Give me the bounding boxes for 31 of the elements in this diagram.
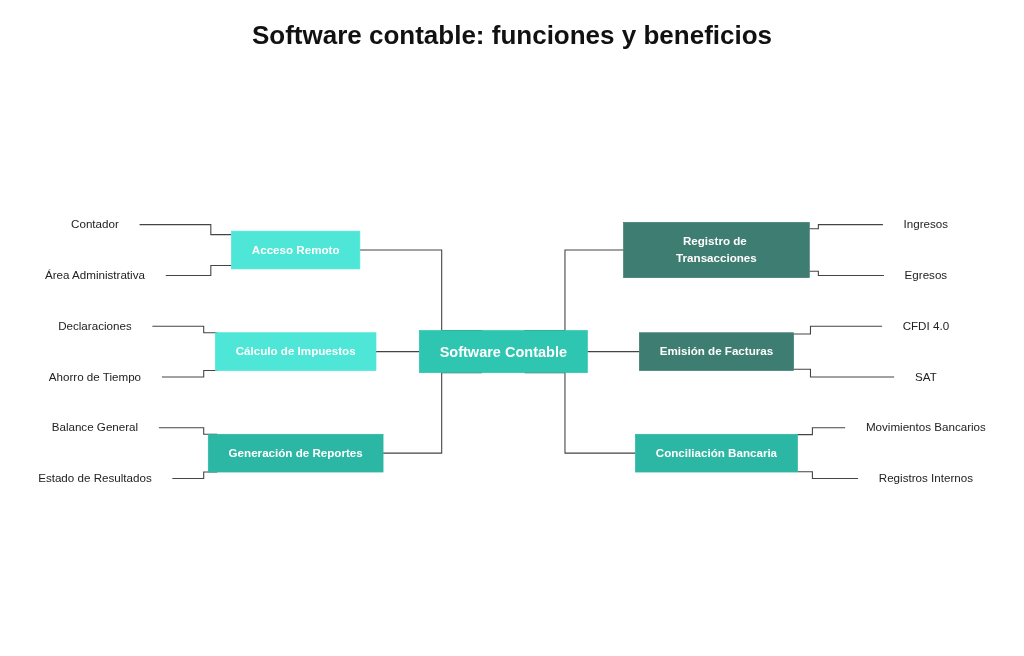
node-text: Balance General <box>51 421 139 434</box>
node-text: Contador <box>71 218 119 231</box>
connector <box>375 351 420 353</box>
node-text: Estado de Resultados <box>38 472 152 485</box>
node-text: Egresos <box>904 269 948 282</box>
connector <box>792 369 896 378</box>
node-text: Declaraciones <box>58 320 132 333</box>
node-box: Acceso Remoto <box>231 231 361 270</box>
node-text: Área Administrativa <box>44 269 145 282</box>
node-box: Cálculo de Impuestos <box>215 332 377 372</box>
connector <box>796 427 847 436</box>
node-box: Conciliación Bancaria <box>635 434 798 473</box>
connector <box>808 271 885 277</box>
connector <box>586 351 640 353</box>
node-text: Registros Internos <box>878 472 973 485</box>
connector <box>808 224 884 230</box>
connector <box>796 471 859 480</box>
node-text: CFDI 4.0 <box>902 320 950 333</box>
connector <box>138 224 233 236</box>
node-text: SAT <box>915 370 937 384</box>
node-text: Ingresos <box>903 218 949 231</box>
diagram-title: Software contable: funciones y beneficios <box>250 20 774 51</box>
connector <box>164 265 233 277</box>
node-box: Software Contable <box>418 330 588 374</box>
connector <box>792 326 883 335</box>
node-box: Generación de Reportes <box>207 434 384 473</box>
node-text: Ahorro de Tiempo <box>48 370 142 384</box>
connector <box>151 326 218 334</box>
node-box: Registro de Transacciones <box>623 222 810 279</box>
node-text: Movimientos Bancarios <box>865 421 986 434</box>
node-box: Emisión de Facturas <box>639 332 794 372</box>
